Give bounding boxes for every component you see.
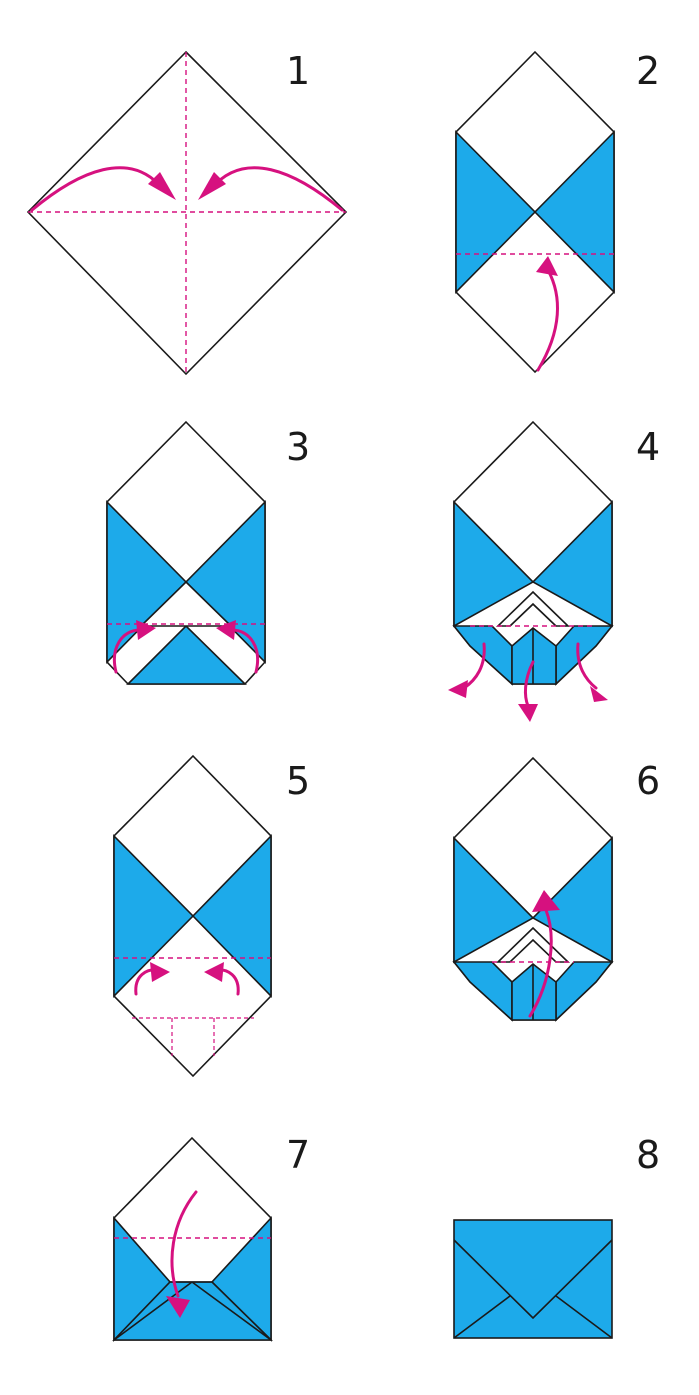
step-number: 1 <box>286 49 310 93</box>
arrowhead-right <box>216 620 236 640</box>
arrowhead-right <box>590 686 608 702</box>
right-flap <box>533 130 615 294</box>
step-3: 3 <box>106 420 310 685</box>
step-number: 6 <box>636 759 660 803</box>
arrowhead-up <box>532 890 560 912</box>
step-number: 3 <box>286 425 310 469</box>
step-number: 4 <box>636 425 660 469</box>
crease <box>191 1281 272 1341</box>
step-2: 2 <box>455 49 660 374</box>
bottom-flap <box>126 624 247 685</box>
step-number: 7 <box>286 1133 310 1177</box>
step-4: 4 <box>448 420 660 722</box>
fold-arrow-down <box>170 1190 198 1298</box>
right-flap <box>531 836 613 964</box>
step-number: 5 <box>286 759 310 803</box>
step-5: 5 <box>113 754 310 1078</box>
open-arrow-right <box>576 642 598 690</box>
arrowhead-down <box>166 1296 190 1318</box>
step-number: 8 <box>636 1133 660 1177</box>
left-flap <box>455 130 537 294</box>
fold-arrow-up <box>528 908 553 1018</box>
envelope-flap <box>453 1239 613 1320</box>
arrowhead-left <box>448 680 468 698</box>
fold-arrow-right <box>210 166 344 212</box>
left-flap <box>453 836 535 964</box>
right-flap <box>531 500 613 628</box>
envelope-crease <box>555 1295 613 1339</box>
arrowhead-right <box>198 172 226 200</box>
step-number: 2 <box>636 49 660 93</box>
arrowhead-center <box>518 704 538 722</box>
crease <box>113 1281 193 1341</box>
step-8: 8 <box>453 1133 660 1339</box>
fold-arrow-right <box>230 628 259 674</box>
fold-arrow-up <box>536 268 559 372</box>
left-flap <box>113 834 195 998</box>
arrowhead-left <box>150 962 170 982</box>
right-flap <box>191 834 272 998</box>
step-6: 6 <box>452 756 660 1022</box>
fold-arrow-left <box>30 166 164 212</box>
left-flap <box>453 500 535 628</box>
open-arrow-center <box>523 660 535 708</box>
step-1: 1 <box>26 49 348 376</box>
arrowhead-right <box>204 962 224 982</box>
step-7: 7 <box>112 1133 310 1342</box>
fold-arrow-left <box>113 628 142 674</box>
bottom-center-pocket <box>511 626 557 685</box>
arrowhead-up <box>536 256 558 276</box>
arrowhead-left <box>136 620 156 640</box>
envelope-crease <box>453 1295 511 1339</box>
square-sheet <box>26 50 348 376</box>
arrowhead-left <box>148 172 176 200</box>
